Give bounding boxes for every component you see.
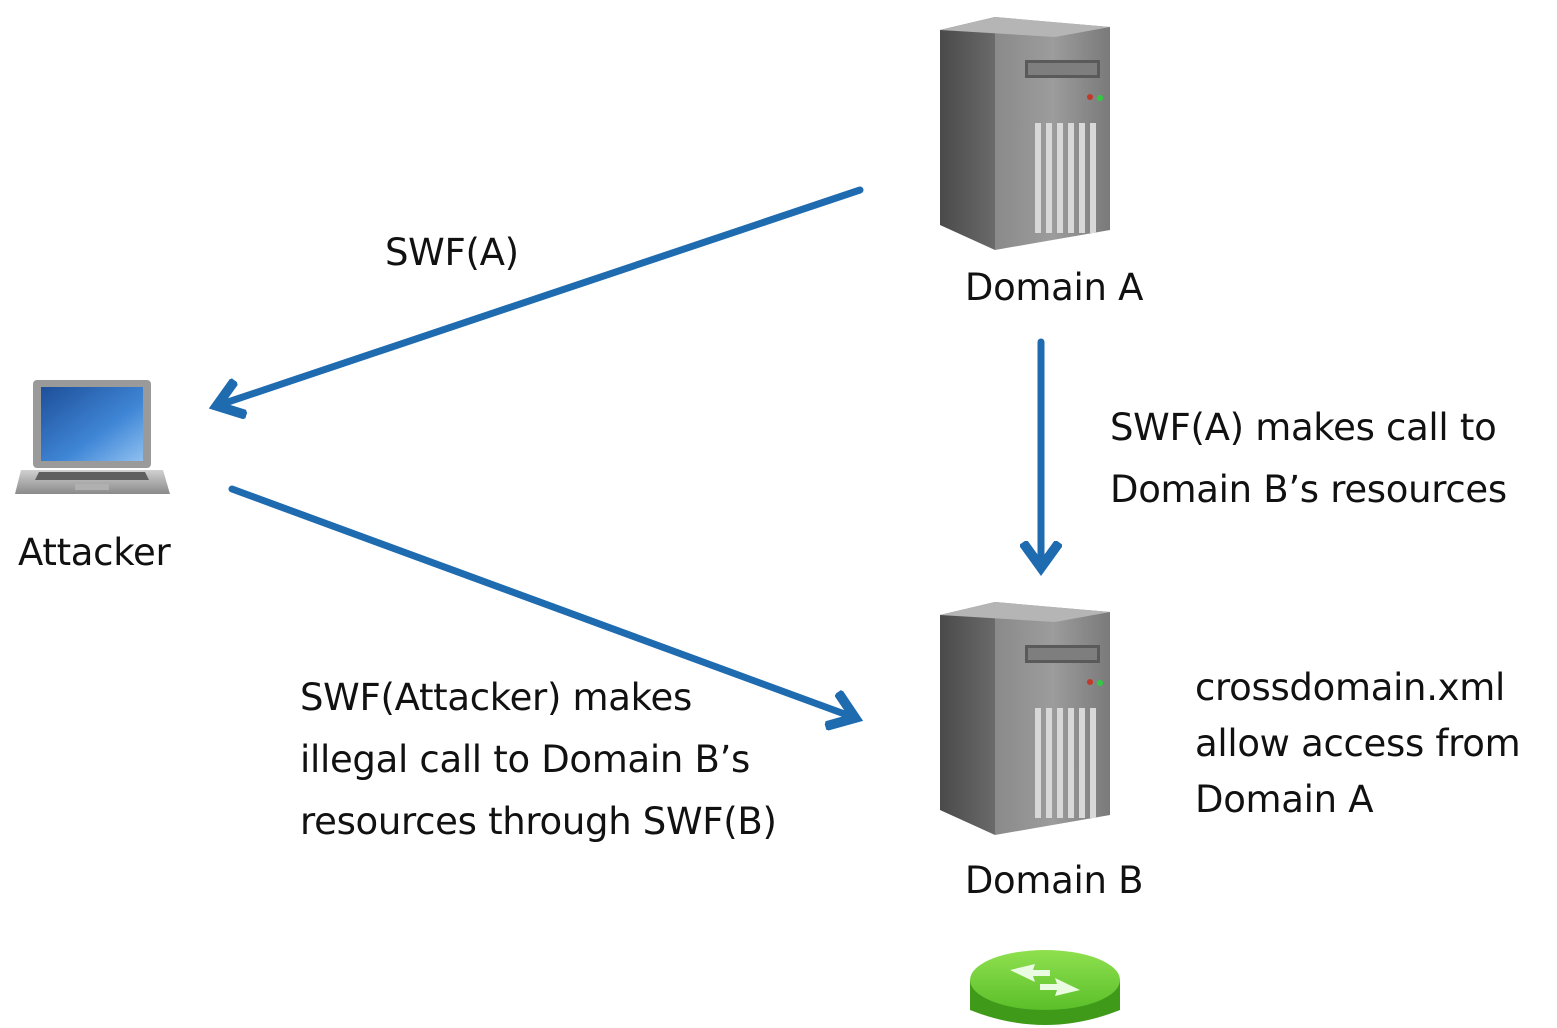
server-icon-domain-a [940, 17, 1110, 250]
arrow-attacker-to-domain-b [228, 485, 850, 716]
edge-label-swf-a: SWF(A) [385, 231, 519, 274]
arrow-domain-a-to-attacker [222, 186, 864, 404]
crossdomain-line-2: allow access from [1195, 722, 1521, 765]
edge-label-attacker-call-line-2: illegal call to Domain B’s [300, 738, 751, 781]
edge-label-attacker-call-line-1: SWF(Attacker) makes [300, 676, 692, 719]
server-icon-domain-b [940, 602, 1110, 835]
edge-label-attacker-call-line-3: resources through SWF(B) [300, 800, 777, 843]
crossdomain-line-1: crossdomain.xml [1195, 666, 1505, 709]
router-icon [970, 950, 1120, 1025]
laptop-icon [15, 380, 170, 494]
edge-label-swf-a-call-line-1: SWF(A) makes call to [1110, 406, 1497, 449]
domain-b-label: Domain B [964, 859, 1144, 902]
crossdomain-line-3: Domain A [1195, 778, 1374, 821]
edge-label-swf-a-call-line-2: Domain B’s resources [1110, 468, 1507, 511]
attacker-label: Attacker [18, 531, 171, 574]
domain-a-label: Domain A [964, 266, 1144, 309]
